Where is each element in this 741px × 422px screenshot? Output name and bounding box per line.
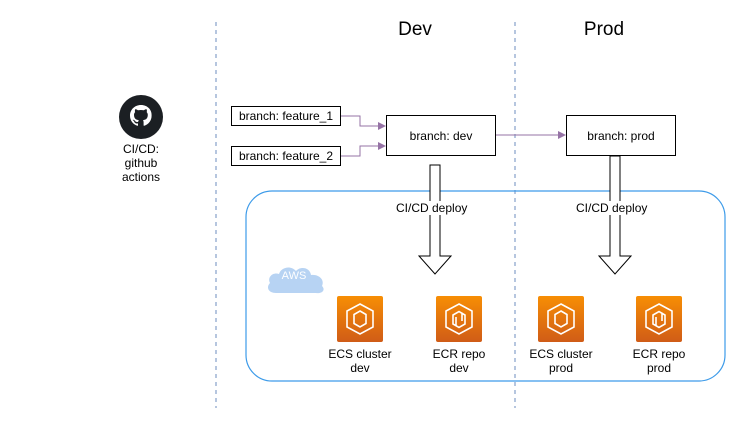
- ecs-dev-label-line1: ECS cluster: [328, 347, 392, 361]
- branch-feature-1-label: branch: feature_1: [238, 109, 334, 123]
- ecs-dev-label: ECS cluster dev: [320, 347, 400, 375]
- deploy-arrow-prod: [597, 155, 633, 275]
- aws-cloud-label: AWS: [281, 270, 307, 282]
- ecr-dev-label: ECR repo dev: [419, 347, 499, 375]
- branch-dev-box: branch: dev: [386, 115, 496, 156]
- branch-dev-label: branch: dev: [409, 128, 473, 143]
- aws-cloud-icon: [268, 267, 324, 294]
- branch-feature-1-box: branch: feature_1: [231, 106, 341, 126]
- ecs-prod-label-line1: ECS cluster: [529, 347, 593, 361]
- ecs-prod-label-line2: prod: [548, 361, 574, 375]
- ecr-prod-label-line1: ECR repo: [632, 347, 686, 361]
- ecr-prod-icon: [636, 296, 682, 342]
- deploy-label-dev: CI/CD deploy: [394, 201, 470, 215]
- branch-feature-2-label: branch: feature_2: [238, 149, 334, 163]
- ecs-prod-icon: [538, 296, 584, 342]
- ecr-dev-label-line2: dev: [449, 361, 469, 375]
- cicd-label-line1: CI/CD:: [123, 142, 159, 156]
- branch-prod-box: branch: prod: [566, 115, 676, 156]
- ecr-dev-icon: [436, 296, 482, 342]
- github-icon: [119, 95, 163, 139]
- connector-feature2-to-dev: [341, 142, 386, 157]
- ecs-prod-label: ECS cluster prod: [521, 347, 601, 375]
- ecr-prod-label: ECR repo prod: [619, 347, 699, 375]
- ecr-dev-label-line1: ECR repo: [432, 347, 486, 361]
- lane-title-prod: Prod: [583, 19, 625, 40]
- cicd-label: CI/CD: github actions: [108, 142, 174, 184]
- ecs-dev-label-line2: dev: [350, 361, 370, 375]
- aws-container: [245, 190, 726, 382]
- branch-feature-2-box: branch: feature_2: [231, 146, 341, 166]
- branch-prod-label: branch: prod: [587, 128, 655, 143]
- connector-feature1-to-dev: [341, 115, 386, 130]
- cicd-label-line3: actions: [121, 170, 161, 184]
- lane-title-dev: Dev: [398, 19, 432, 40]
- ecs-dev-icon: [337, 296, 383, 342]
- ecr-prod-label-line2: prod: [646, 361, 672, 375]
- deploy-arrow-dev: [417, 164, 453, 275]
- cicd-label-line2: github: [124, 156, 158, 170]
- deploy-label-prod: CI/CD deploy: [574, 201, 650, 215]
